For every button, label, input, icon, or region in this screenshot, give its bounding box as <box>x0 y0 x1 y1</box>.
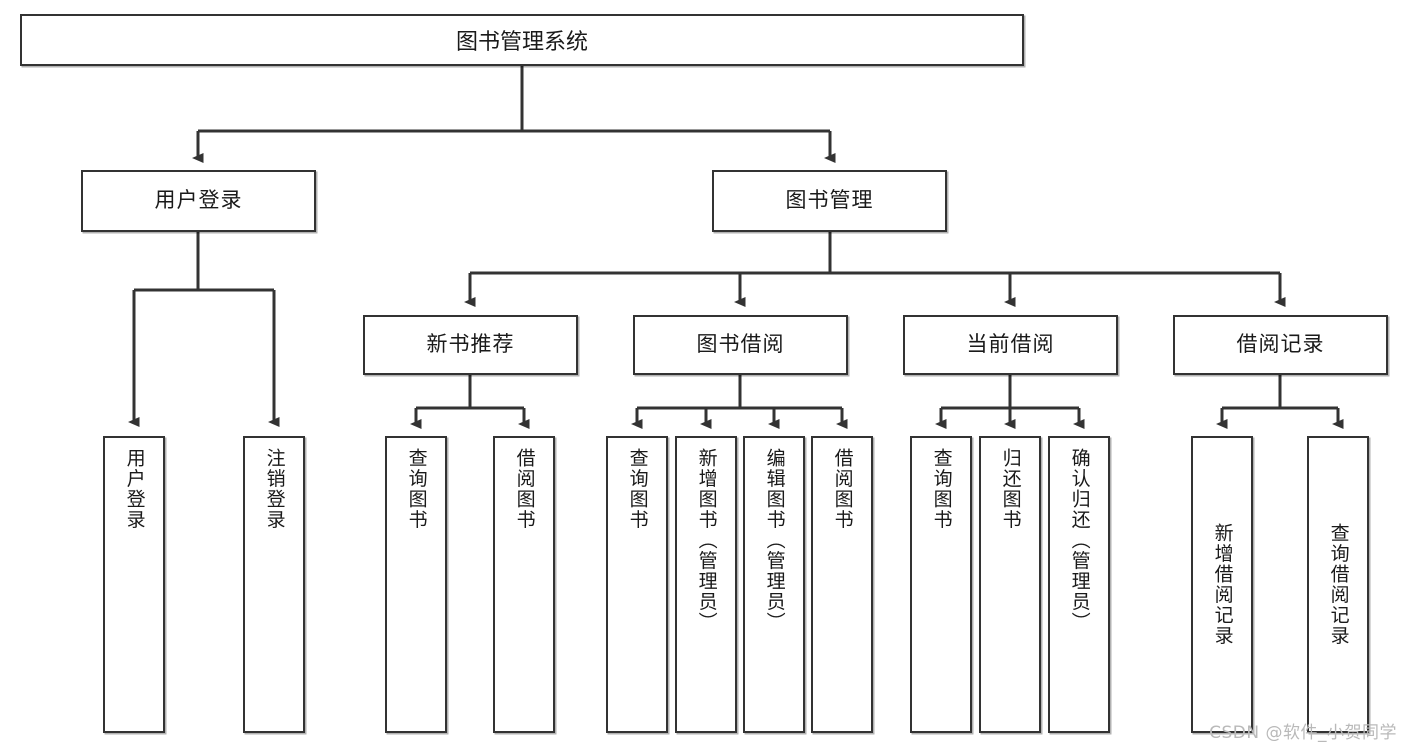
leaf-borrow-record-query[interactable]: 查询借阅记录 <box>1307 436 1369 733</box>
leaf-label: 查询图书 <box>930 448 953 530</box>
leaf-current-borrow-confirm-return[interactable]: 确认归还（管理员） <box>1048 436 1110 733</box>
leaf-book-borrow-add[interactable]: 新增图书（管理员） <box>675 436 737 733</box>
leaf-label: 用户登录 <box>123 448 146 530</box>
leaf-current-borrow-query[interactable]: 查询图书 <box>910 436 972 733</box>
leaf-label: 编辑图书（管理员） <box>763 448 786 633</box>
node-book-management-label: 图书管理 <box>785 188 874 213</box>
csdn-watermark: CSDN @软件_小贺同学 <box>1209 723 1397 743</box>
leaf-borrow-record-add[interactable]: 新增借阅记录 <box>1191 436 1253 733</box>
leaf-user-login-login[interactable]: 用户登录 <box>103 436 165 733</box>
node-current-borrow-label: 当前借阅 <box>966 332 1055 357</box>
node-book-borrow[interactable]: 图书借阅 <box>633 315 848 375</box>
node-book-management[interactable]: 图书管理 <box>712 170 947 232</box>
leaf-label: 确认归还（管理员） <box>1068 448 1091 633</box>
node-borrow-record[interactable]: 借阅记录 <box>1173 315 1388 375</box>
node-root-label: 图书管理系统 <box>455 30 588 55</box>
leaf-label: 注销登录 <box>263 448 286 530</box>
node-new-book-recommend[interactable]: 新书推荐 <box>363 315 578 375</box>
node-user-login[interactable]: 用户登录 <box>81 170 316 232</box>
leaf-user-login-logout[interactable]: 注销登录 <box>243 436 305 733</box>
node-current-borrow[interactable]: 当前借阅 <box>903 315 1118 375</box>
leaf-label: 查询图书 <box>626 448 649 530</box>
leaf-label: 归还图书 <box>999 448 1022 530</box>
leaf-book-borrow-query[interactable]: 查询图书 <box>606 436 668 733</box>
leaf-book-borrow-borrow[interactable]: 借阅图书 <box>811 436 873 733</box>
leaf-label: 查询借阅记录 <box>1327 523 1350 646</box>
leaf-new-book-borrow[interactable]: 借阅图书 <box>493 436 555 733</box>
leaf-label: 新增图书（管理员） <box>695 448 718 633</box>
node-new-book-recommend-label: 新书推荐 <box>426 332 515 357</box>
leaf-current-borrow-return[interactable]: 归还图书 <box>979 436 1041 733</box>
node-user-login-label: 用户登录 <box>154 188 243 213</box>
leaf-label: 借阅图书 <box>831 448 854 530</box>
node-borrow-record-label: 借阅记录 <box>1236 332 1325 357</box>
leaf-book-borrow-edit[interactable]: 编辑图书（管理员） <box>743 436 805 733</box>
leaf-label: 新增借阅记录 <box>1211 523 1234 646</box>
leaf-label: 借阅图书 <box>513 448 536 530</box>
node-root[interactable]: 图书管理系统 <box>20 14 1024 66</box>
leaf-new-book-query[interactable]: 查询图书 <box>385 436 447 733</box>
leaf-label: 查询图书 <box>405 448 428 530</box>
node-book-borrow-label: 图书借阅 <box>696 332 785 357</box>
